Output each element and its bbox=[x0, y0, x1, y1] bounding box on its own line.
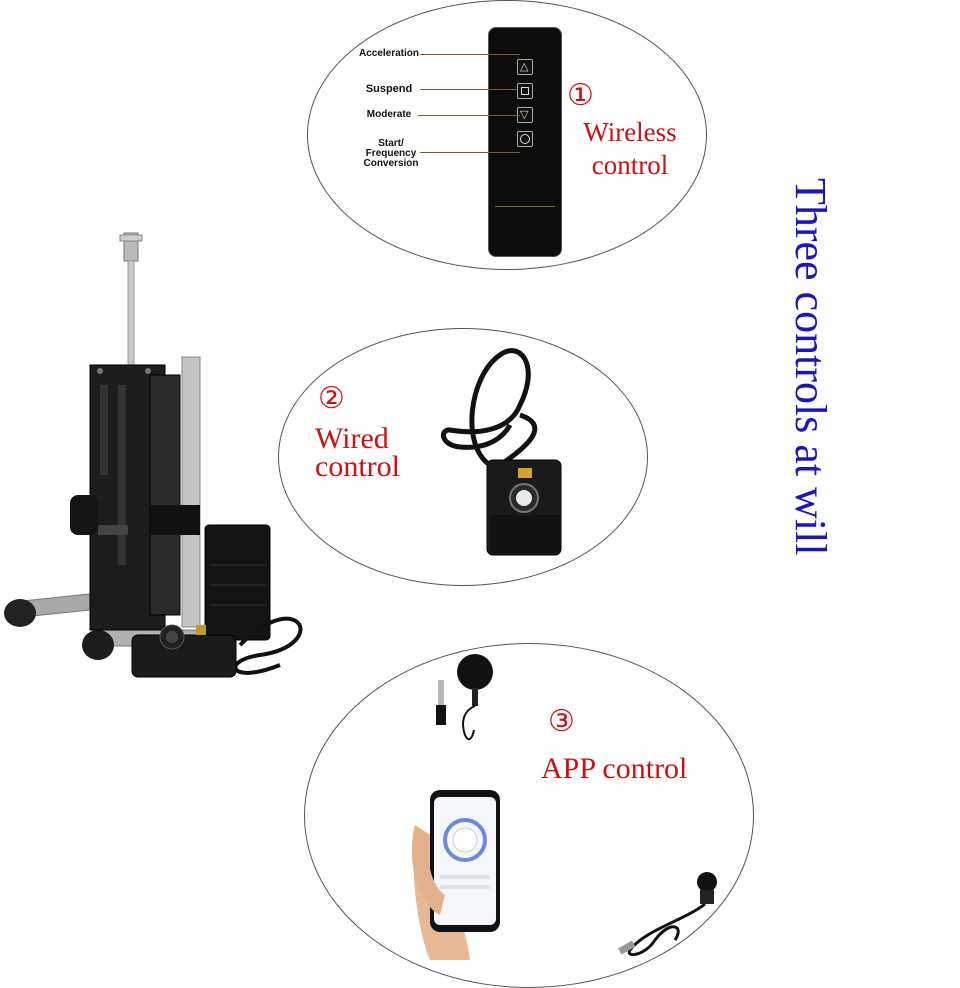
leader-line bbox=[420, 152, 520, 153]
smartphone-illustration bbox=[411, 790, 500, 960]
leader-line bbox=[418, 115, 520, 116]
suspend-label: Suspend bbox=[365, 83, 413, 95]
triangle-up-icon: △ bbox=[520, 61, 529, 73]
moderate-button[interactable]: ▽ bbox=[517, 107, 533, 123]
leader-line bbox=[420, 54, 520, 55]
wired-control-oval bbox=[278, 328, 648, 586]
microphone-icon bbox=[436, 654, 493, 741]
circle-icon bbox=[520, 134, 530, 144]
moderate-label: Moderate bbox=[366, 109, 412, 120]
wireless-number: ① bbox=[567, 79, 594, 112]
machine-illustration bbox=[4, 232, 303, 678]
app-control-label: APP control bbox=[541, 752, 688, 785]
wired-number: ② bbox=[318, 382, 345, 415]
acceleration-button[interactable]: △ bbox=[517, 59, 533, 75]
triangle-down-icon: ▽ bbox=[520, 109, 529, 121]
page-title: Three controls at will bbox=[786, 178, 835, 556]
wired-controller bbox=[441, 348, 562, 556]
leader-line bbox=[420, 89, 518, 90]
square-icon bbox=[521, 87, 529, 95]
start-label: Start/ Frequency Conversion bbox=[363, 138, 419, 169]
remote-control: △ ▽ bbox=[488, 27, 562, 257]
acceleration-label: Acceleration bbox=[358, 48, 420, 59]
suspend-button[interactable] bbox=[517, 83, 533, 99]
app-number: ③ bbox=[548, 705, 575, 738]
cable-illustration bbox=[618, 872, 717, 957]
wired-control-label: Wired control bbox=[315, 422, 400, 483]
start-button[interactable] bbox=[517, 131, 533, 147]
wireless-control-label: Wireless control bbox=[583, 117, 677, 180]
